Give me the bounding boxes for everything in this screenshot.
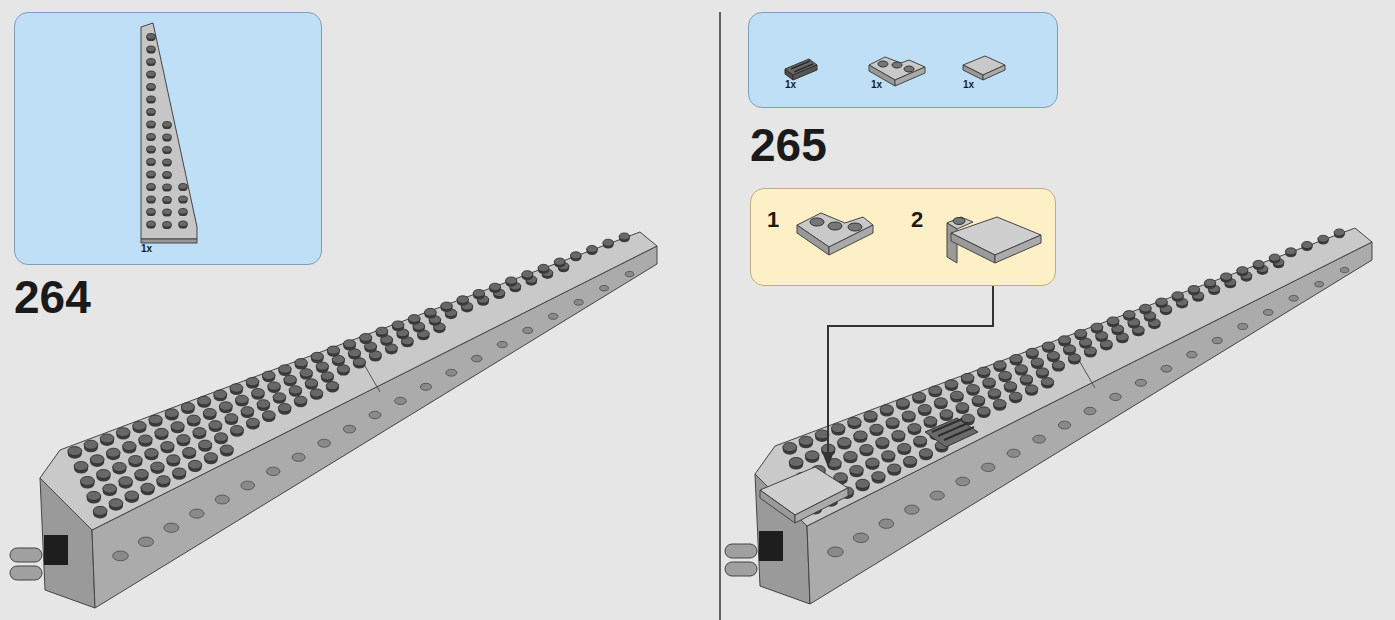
substep-number: 1 [767,207,779,233]
text-holder: 1x [785,79,796,90]
part-image [751,189,1057,287]
added-parts [760,418,978,523]
part-quantity: 1x [785,79,796,90]
part-quantity: 1x [141,243,152,254]
part-quantity: 1x [963,79,974,90]
text-holder: 1 [767,207,779,233]
text-holder: 2 [911,207,923,233]
text-holder: 1x [963,79,974,90]
step-divider [719,12,721,620]
substep-number: 2 [911,207,923,233]
step-number: 264 [14,274,91,320]
part-quantity: 1x [871,79,882,90]
part-image [749,13,1059,109]
parts-list-box: 1x [14,12,322,265]
text-holder: 1x [871,79,882,90]
part-image [15,13,323,266]
substep-callout: 12 [750,188,1056,286]
leader-line [822,286,993,467]
wedge-model [10,232,657,608]
text-holder: 1x [141,243,152,254]
parts-list-box: 1x 1x 1x [748,12,1058,108]
step-number: 265 [750,122,827,168]
